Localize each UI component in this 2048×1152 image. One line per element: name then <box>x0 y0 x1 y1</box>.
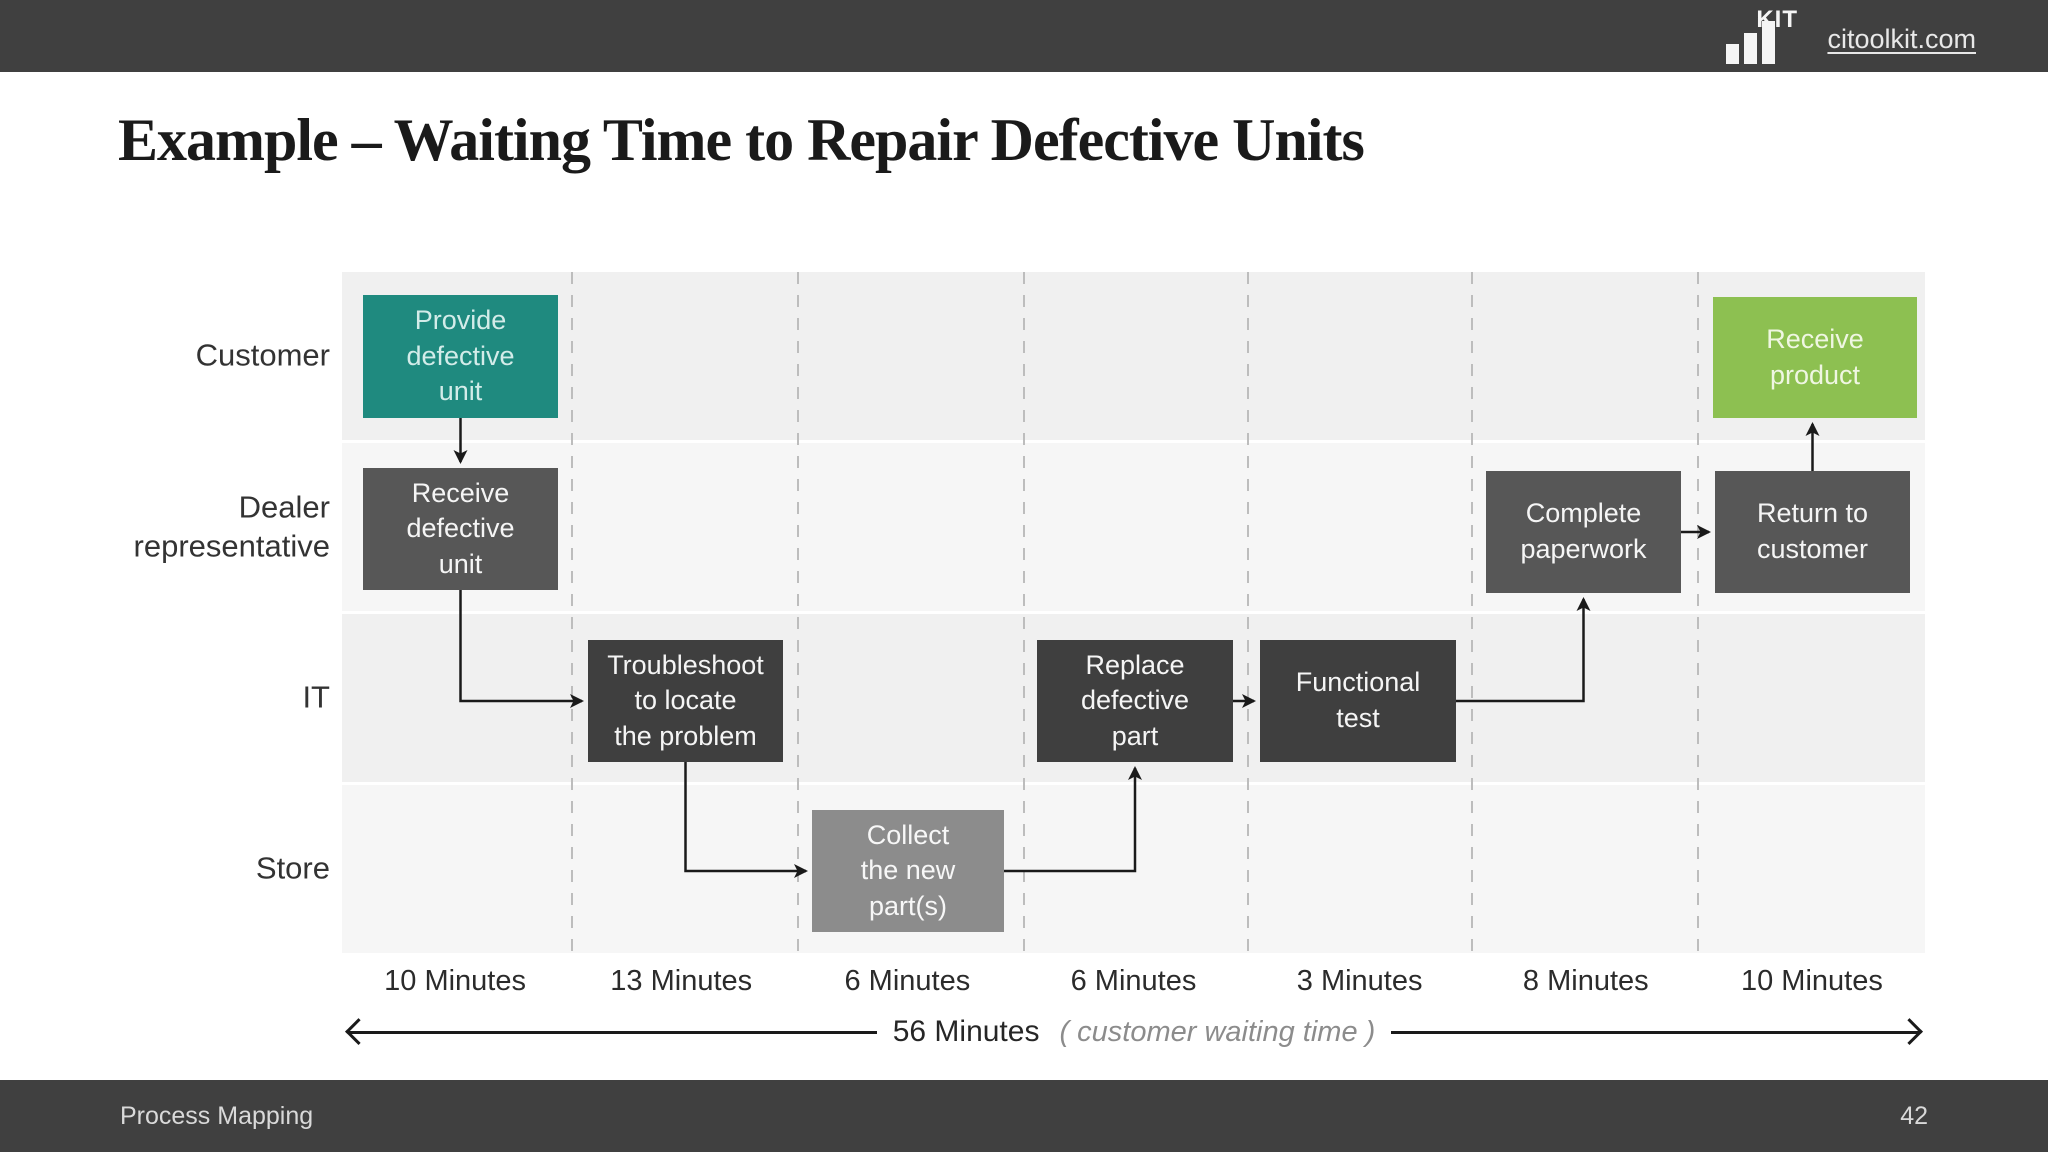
column-times: 10 Minutes 13 Minutes 6 Minutes 6 Minutes 3 … <box>342 958 1925 1004</box>
page-title: Example – Waiting Time to Repair Defecti… <box>118 107 1365 173</box>
box-receive-defective-unit: Receive defective unit <box>363 468 558 590</box>
left-arrow-line <box>348 1030 877 1034</box>
arrow-troubleshoot-to-collect-new-parts <box>684 762 808 878</box>
footer-bar: Process Mapping 42 <box>0 1080 2048 1152</box>
box-return-to-customer: Return to customer <box>1715 471 1910 593</box>
lane-label-store: Store <box>255 850 330 886</box>
column-divider-1 <box>571 272 573 953</box>
citoolkit-logo: KIT <box>1726 6 1798 64</box>
lane-label-customer: Customer <box>195 337 330 373</box>
time-label-7: 10 Minutes <box>1740 965 1883 997</box>
box-complete-paperwork: Complete paperwork <box>1486 471 1681 593</box>
site-link[interactable]: citoolkit.com <box>1827 24 1976 54</box>
column-divider-4 <box>1247 272 1249 953</box>
lane-label-dealer-representative: Dealer representative <box>133 489 330 563</box>
total-minutes-label: 56 Minutes <box>892 1015 1040 1048</box>
right-arrow-line <box>1391 1030 1921 1034</box>
column-divider-5 <box>1471 272 1473 953</box>
bar-chart-icon <box>1726 21 1775 64</box>
box-replace-defective-part: Replace defective part <box>1037 640 1233 762</box>
time-label-2: 13 Minutes <box>610 965 753 997</box>
time-label-4: 6 Minutes <box>1070 965 1197 997</box>
box-collect-new-parts: Collect the new part(s) <box>812 810 1004 932</box>
flow-arrows <box>453 418 1820 878</box>
arrow-collect-new-parts-to-replace-defective-part <box>1004 766 1142 873</box>
time-label-6: 8 Minutes <box>1522 965 1649 997</box>
footer-section-title: Process Mapping <box>120 1102 314 1130</box>
total-minutes-note: ( customer waiting time ) <box>1059 1015 1376 1048</box>
lane-customer <box>342 272 1925 440</box>
header-bar: KIT citoolkit.com <box>0 0 2048 72</box>
lane-store <box>342 785 1925 953</box>
lane-label-it: IT <box>302 679 330 715</box>
column-divider-3 <box>1023 272 1025 953</box>
column-divider-2 <box>797 272 799 953</box>
total-waiting-time: 56 Minutes ( customer waiting time ) <box>348 1010 1921 1054</box>
box-receive-product: Receive product <box>1713 297 1917 418</box>
arrow-receive-defective-unit-to-troubleshoot <box>459 590 584 708</box>
box-troubleshoot: Troubleshoot to locate the problem <box>588 640 783 762</box>
box-functional-test: Functional test <box>1260 640 1456 762</box>
page-number: 42 <box>1900 1102 1928 1130</box>
column-divider-6 <box>1697 272 1699 953</box>
time-label-1: 10 Minutes <box>384 965 526 997</box>
arrow-functional-test-to-complete-paperwork <box>1456 597 1591 703</box>
time-label-5: 3 Minutes <box>1296 965 1423 997</box>
box-provide-defective-unit: Provide defective unit <box>363 295 558 418</box>
time-label-3: 6 Minutes <box>844 965 971 997</box>
